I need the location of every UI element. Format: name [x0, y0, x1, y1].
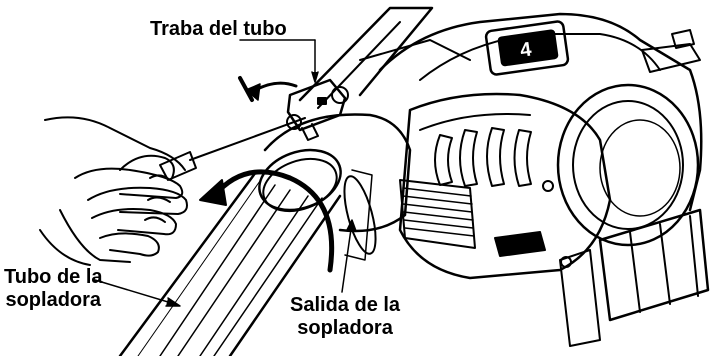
blower-body: 4	[298, 6, 710, 347]
tube-lock-clamp	[286, 78, 349, 141]
vent-slots	[434, 127, 532, 187]
label-blower-outlet-line1: Salida de la	[290, 294, 401, 316]
blower-tube	[118, 148, 342, 356]
label-blower-tube-line1: Tubo de la	[4, 266, 103, 288]
label-tube-lock: Traba del tubo	[150, 18, 287, 40]
label-blower-tube: Tubo de la sopladora	[4, 266, 103, 312]
hand	[39, 116, 188, 266]
label-blower-tube-line2: sopladora	[5, 289, 102, 311]
blower-outlet	[263, 113, 412, 261]
screwdriver	[159, 117, 306, 181]
rotation-arrow	[199, 169, 335, 273]
svg-text:4: 4	[519, 38, 534, 61]
grille	[399, 179, 476, 249]
label-blower-outlet: Salida de la sopladora	[290, 294, 400, 340]
unlock-arrow-icon	[238, 76, 298, 102]
label-blower-outlet-line2: sopladora	[297, 317, 393, 339]
leader-lines	[94, 39, 357, 307]
